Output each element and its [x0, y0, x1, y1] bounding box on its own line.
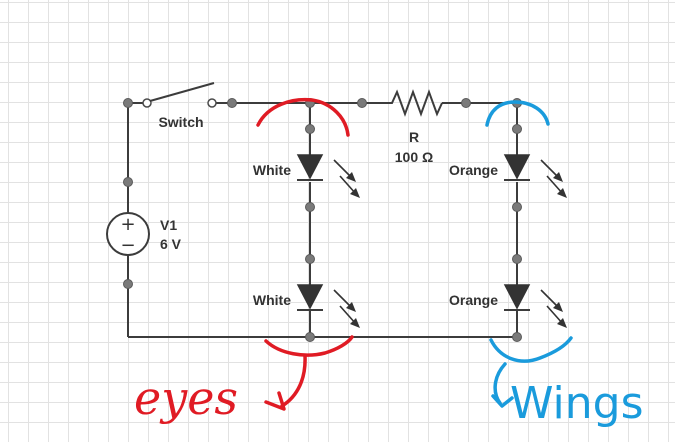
switch-label: Switch: [158, 114, 203, 130]
source-body: [106, 212, 150, 256]
blue-arc-top: [485, 100, 550, 127]
switch-right-terminal: [207, 98, 217, 108]
resistor-value: 100 Ω: [395, 149, 433, 165]
emission-arrows-icon: [333, 159, 360, 198]
diode-triangle: [503, 154, 531, 180]
switch-lever: [149, 82, 215, 102]
node[interactable]: [305, 124, 315, 134]
blue-arrowhead: [491, 394, 514, 408]
node[interactable]: [123, 98, 133, 108]
switch-left-terminal: [142, 98, 152, 108]
red-arrowhead: [264, 391, 286, 411]
emission-arrows-icon: [540, 289, 567, 328]
led-label: White: [253, 162, 291, 178]
blue-pointer-line: [493, 362, 507, 405]
source-name: V1: [160, 217, 177, 233]
node[interactable]: [123, 279, 133, 289]
node[interactable]: [512, 332, 522, 342]
resistor[interactable]: R 100 Ω: [388, 89, 443, 165]
node[interactable]: [512, 124, 522, 134]
blue-annotation: Wings: [485, 100, 644, 429]
node[interactable]: [123, 177, 133, 187]
led-label: White: [253, 292, 291, 308]
node[interactable]: [357, 98, 367, 108]
wings-annotation: Wings: [510, 378, 644, 429]
switch[interactable]: Switch: [142, 82, 217, 130]
diode-triangle: [503, 284, 531, 310]
led-bottom-left[interactable]: White: [253, 284, 360, 328]
source-plus-sign: +: [120, 214, 135, 235]
source-minus-sign: −: [120, 235, 135, 256]
blue-arc-bottom: [489, 336, 573, 363]
emission-arrows-icon: [333, 289, 360, 328]
led-label: Orange: [449, 292, 498, 308]
led-top-right[interactable]: Orange: [449, 154, 567, 198]
resistor-name: R: [409, 129, 419, 145]
led-top-left[interactable]: White: [253, 154, 360, 198]
emission-arrows-icon: [540, 159, 567, 198]
node[interactable]: [305, 332, 315, 342]
red-arc-bottom: [264, 335, 354, 357]
source-value: 6 V: [160, 236, 182, 252]
led-label: Orange: [449, 162, 498, 178]
resistor-zigzag: [388, 89, 443, 117]
red-pointer-line: [280, 354, 307, 408]
red-annotation: eyes: [134, 97, 354, 425]
eyes-annotation: eyes: [134, 371, 238, 425]
diode-triangle: [296, 284, 324, 310]
diode-triangle: [296, 154, 324, 180]
node[interactable]: [512, 202, 522, 212]
red-arc-top: [256, 97, 350, 137]
node[interactable]: [512, 254, 522, 264]
circuit-wires: [127, 102, 518, 338]
node[interactable]: [305, 202, 315, 212]
node[interactable]: [227, 98, 237, 108]
voltage-source[interactable]: + − V1 6 V: [106, 212, 182, 256]
node[interactable]: [305, 254, 315, 264]
node[interactable]: [461, 98, 471, 108]
led-bottom-right[interactable]: Orange: [449, 284, 567, 328]
